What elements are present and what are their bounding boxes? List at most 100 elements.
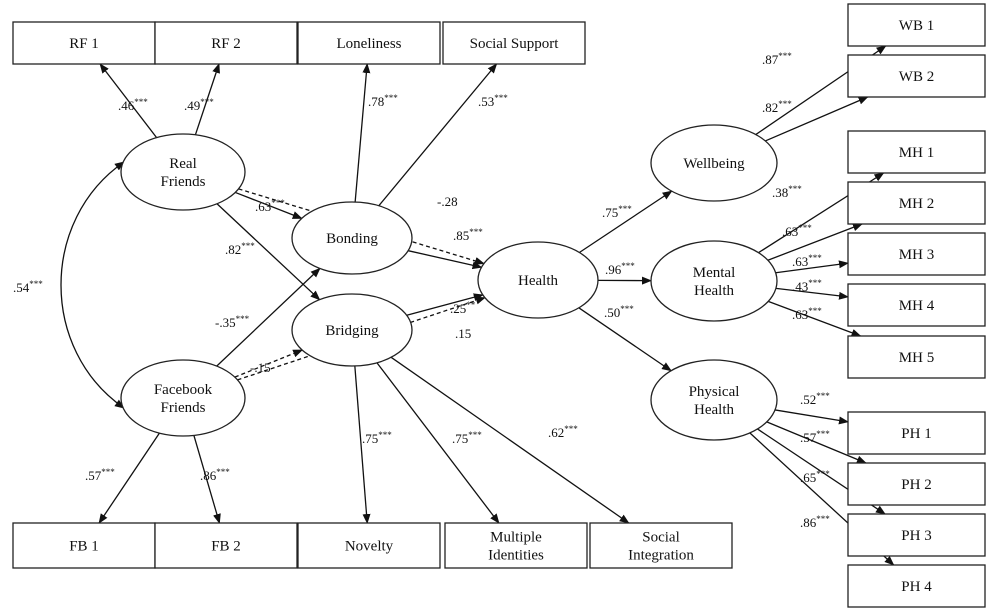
node-label: FB 2 [211,539,241,555]
path-arrow-bridging-to-health [406,293,484,316]
latent-ellipse [291,293,413,367]
path-arrow-health-to-wellbeing [579,190,673,254]
node-label: RF 2 [211,36,241,52]
coefficient-label: .65*** [800,469,830,485]
node-mh5: MH 5 [847,335,986,379]
latent-ellipse [477,241,599,319]
node-label: Novelty [345,539,394,555]
indicator-box [847,411,986,455]
latent-ellipse [291,201,413,275]
coefficient-label: .63*** [792,253,822,269]
node-label: Wellbeing [683,156,745,172]
latent-ellipse [120,359,246,437]
node-label: PH 3 [901,528,931,544]
indicator-box [847,283,986,327]
node-label: Health [694,283,734,299]
coefficient-label: .63*** [782,223,812,239]
node-label: Loneliness [337,36,402,52]
node-label: PH 2 [901,477,931,493]
indicator-box [847,513,986,557]
path-arrow-mental-health-to-mh3 [775,260,849,274]
path-arrow-mental-health-to-mh2 [767,223,863,261]
path-arrow-bridging-to-novelty [354,365,371,524]
node-label: Social Support [470,36,560,52]
path-arrow-bonding-to-loneliness [354,63,371,203]
node-label: Integration [628,548,694,564]
path-arrow-bridging-to-multiple-identities [376,362,500,524]
coefficient-label: .49*** [184,97,214,113]
node-fb1: FB 1 [12,522,156,569]
path-arrow-real-friends-to-bonding [235,191,303,219]
node-label: FB 1 [69,539,99,555]
node-bonding: Bonding [291,201,413,275]
coefficient-label: .82*** [762,99,792,115]
coefficient-label: .57*** [800,429,830,445]
coefficient-label: .96*** [605,261,635,277]
path-arrow-bridging-to-social-integration [390,356,630,524]
coefficient-label: .62*** [548,424,578,440]
node-wellbeing: Wellbeing [650,124,778,202]
indicator-box [442,21,586,65]
path-arrows-layer [60,45,895,566]
node-label: Health [694,402,734,418]
indicator-box [12,522,156,569]
path-arrow-facebook-friends-to-bonding [216,267,321,367]
node-mh3: MH 3 [847,232,986,276]
latent-ellipse [650,124,778,202]
indicator-box [589,522,733,569]
coefficient-label: .52*** [800,391,830,407]
coefficient-label: .75*** [602,204,632,220]
node-ph1: PH 1 [847,411,986,455]
node-ph4: PH 4 [847,564,986,608]
coefficient-label: .63*** [792,306,822,322]
coefficient-label: .25** [450,300,476,316]
node-label: MH 3 [899,247,934,263]
path-arrow-bonding-to-social-support [378,63,498,207]
node-label: Identities [488,548,544,564]
coefficient-label: .85*** [453,227,483,243]
indicator-box [847,130,986,174]
path-arrow-real-friends-to-bridging [216,203,321,301]
node-label: Friends [161,400,206,416]
path-arrow-facebook-friends-to-health [237,296,486,381]
node-mh2: MH 2 [847,181,986,225]
path-arrow-facebook-friends-to-bridging [234,349,304,378]
correlation-arrow-real-facebook-friends [60,161,125,409]
indicator-box [297,21,441,65]
coefficient-label: .38*** [772,184,802,200]
coefficient-label: .46*** [118,97,148,113]
indicator-box [297,522,441,569]
coefficient-label: .50*** [604,304,634,320]
node-ph3: PH 3 [847,513,986,557]
coefficient-label: .75*** [452,430,482,446]
coefficient-label: -.15 [250,360,271,375]
node-wb2: WB 2 [847,54,986,98]
coefficient-label: -.28 [437,194,458,209]
latent-ellipse [650,240,778,322]
node-label: Health [518,273,558,289]
node-health: Health [477,241,599,319]
indicator-box [154,21,298,65]
node-rf2: RF 2 [154,21,298,65]
node-label: Friends [161,174,206,190]
coefficient-labels-layer: .46***.49***.78***.53***-.28.63***.82***… [13,51,830,530]
coefficient-label: .43*** [792,278,822,294]
indicator-box [847,462,986,506]
node-label: Physical [689,384,740,400]
node-mh1: MH 1 [847,130,986,174]
path-arrow-mental-health-to-mh4 [775,287,849,300]
correlation-coefficient-label: .54*** [13,279,43,295]
path-arrow-wellbeing-to-wb2 [765,96,869,142]
node-bridging: Bridging [291,293,413,367]
node-label: MH 5 [899,350,934,366]
latent-ellipse [650,359,778,441]
indicator-box [444,522,588,569]
coefficient-label: -.35*** [215,314,250,330]
indicator-box [847,181,986,225]
